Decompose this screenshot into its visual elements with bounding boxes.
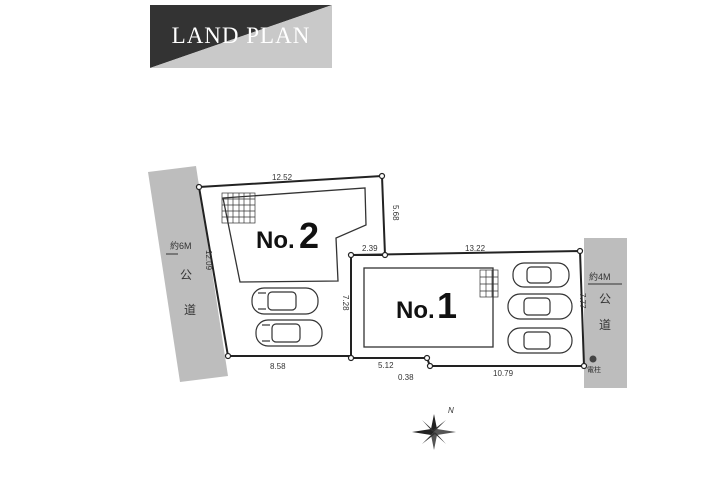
compass-icon	[412, 414, 456, 450]
car-icon	[255, 319, 323, 347]
west-road	[148, 166, 228, 382]
lot-2-grid	[221, 192, 256, 224]
west-road-char-2: 道	[184, 303, 196, 317]
dim-lot1-bottom-right: 10.79	[493, 369, 514, 378]
parking-cars	[251, 262, 573, 354]
dim-lot1-bottom-offset: 0.38	[398, 373, 414, 382]
dim-lot2-bottom: 8.58	[270, 362, 286, 371]
utility-pole-icon	[589, 355, 597, 363]
dim-lot1-bottom-left: 5.12	[378, 361, 394, 370]
lot-1-building	[363, 267, 494, 348]
dim-lot2-right: 5.68	[391, 205, 400, 221]
west-road-width: 約6M	[170, 240, 192, 251]
car-icon	[507, 293, 573, 320]
dim-lot1-right: 7.77	[578, 293, 587, 309]
east-road-width: 約4M	[589, 271, 611, 282]
east-road	[584, 238, 627, 388]
lot-1-label-prefix: No.	[396, 297, 435, 324]
utility-pole-label: 電柱	[587, 365, 601, 374]
dim-lot1-top: 13.22	[465, 244, 486, 253]
dim-lot2-left: 12.09	[204, 250, 213, 271]
car-icon	[507, 327, 573, 354]
dim-lot1-notch: 2.39	[362, 244, 378, 253]
car-icon	[512, 262, 570, 288]
page-title: LAND PLAN	[171, 23, 311, 48]
lot-1-grid	[479, 269, 499, 298]
lot-2-label-number: 2	[299, 215, 319, 256]
lot-2-building	[222, 187, 367, 283]
lot-1-label-number: 1	[437, 285, 457, 326]
compass-north-label: N	[448, 406, 454, 415]
lot-2-label-prefix: No.	[256, 227, 295, 254]
west-road-char-1: 公	[180, 268, 192, 282]
boundary-markers	[195, 172, 588, 370]
east-road-char-2: 道	[599, 318, 611, 332]
car-icon	[251, 287, 319, 315]
east-road-char-1: 公	[599, 292, 611, 306]
dim-lot2-top: 12.52	[272, 173, 293, 182]
title-banner: LAND PLAN	[150, 5, 332, 68]
dim-lot1-left: 7.28	[341, 295, 350, 311]
